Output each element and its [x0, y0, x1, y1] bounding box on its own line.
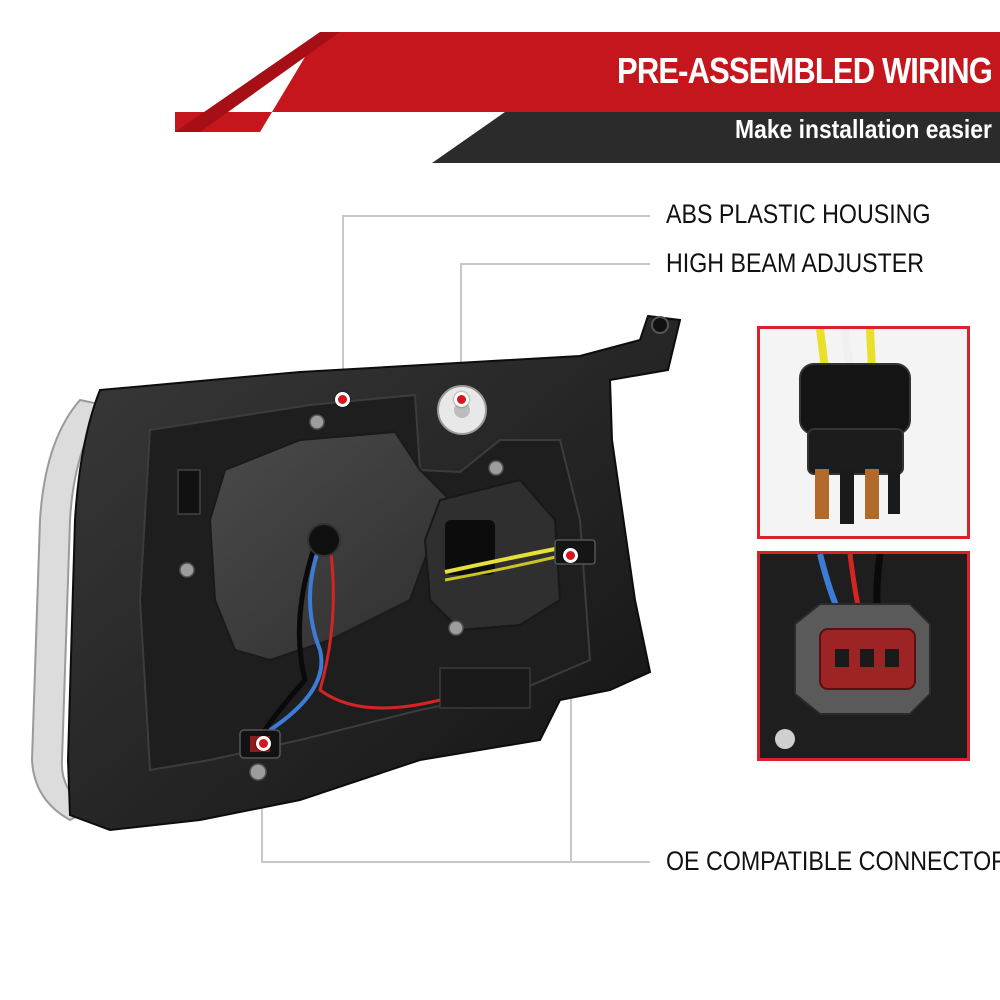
socket-connector-image	[760, 554, 967, 758]
wire-red	[318, 544, 441, 710]
leader-adjuster	[460, 263, 650, 398]
banner-title: PRE-ASSEMBLED WIRING	[617, 50, 993, 91]
banner-dark-band	[432, 112, 1000, 163]
marker-adjuster	[454, 392, 469, 407]
wire-blue	[268, 544, 324, 732]
marker-connector-high	[563, 548, 578, 563]
banner-subtitle: Make installation easier	[735, 114, 992, 144]
leader-housing	[342, 215, 650, 398]
plug-connector-image	[760, 329, 967, 536]
wire-yellow-2	[444, 554, 561, 582]
callout-high-beam-adjuster: HIGH BEAM ADJUSTER	[666, 248, 925, 278]
socket-hole	[445, 520, 495, 575]
wire-grommet	[307, 523, 341, 557]
wire-yellow	[444, 546, 561, 574]
inset-socket-connector	[757, 551, 970, 761]
inset-plug-connector	[757, 326, 970, 539]
banner-red-band	[175, 32, 1000, 132]
banner-red-wedge	[175, 32, 340, 132]
marker-connector-low	[256, 736, 271, 751]
side-clip	[177, 469, 201, 515]
wire-black	[259, 544, 318, 737]
callout-abs-housing: ABS PLASTIC HOUSING	[666, 199, 931, 229]
screws	[179, 414, 504, 781]
marker-housing	[335, 392, 350, 407]
mount-tab-hole	[651, 316, 669, 334]
callout-oe-connectors: OE COMPATIBLE CONNECTORS	[666, 846, 1000, 876]
lower-connector-housing	[439, 667, 531, 709]
